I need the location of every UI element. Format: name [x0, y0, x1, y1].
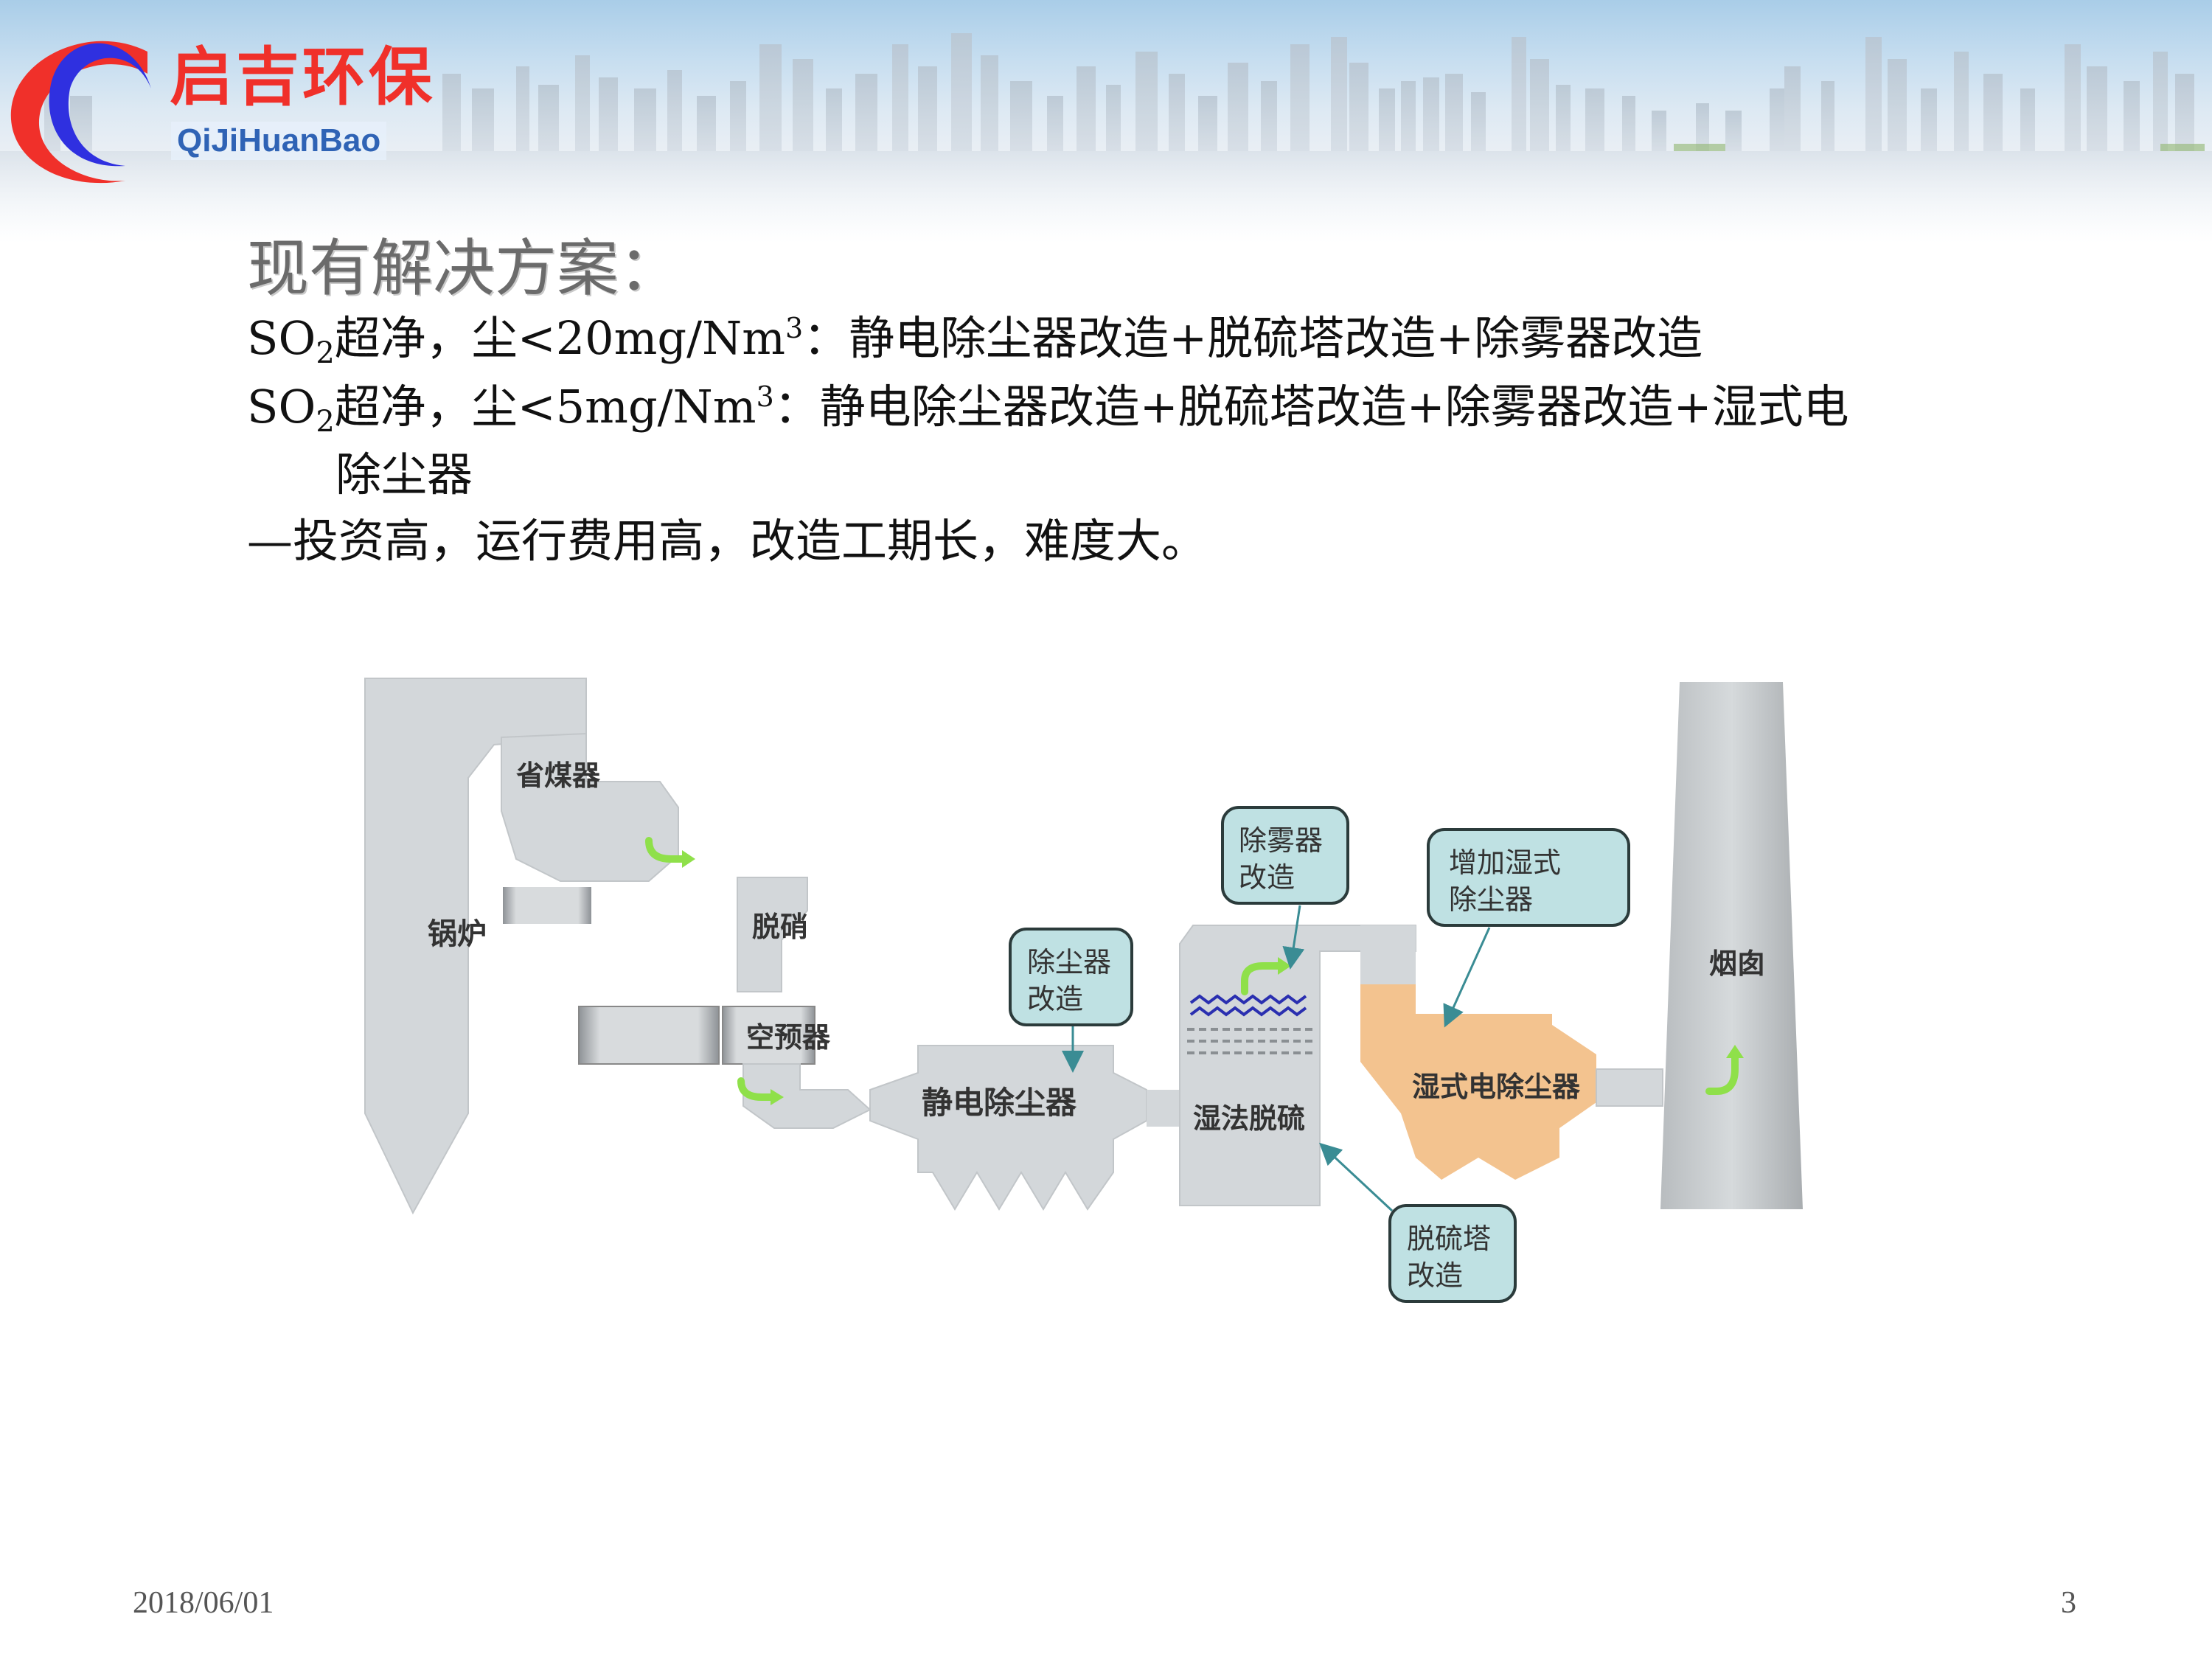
callout-text: 改造: [1239, 861, 1295, 894]
body-line-4: —投资高，运行费用高，改造工期长，难度大。: [247, 514, 1208, 568]
chimney-shape: [1660, 682, 1803, 1209]
esp-shape: [869, 1045, 1147, 1211]
body-line-1: SO2超净，尘<20mg/Nm3：静电除尘器改造+脱硫塔改造+除雾器改造: [247, 313, 1703, 369]
header-banner: 启吉环保 QiJiHuanBao: [0, 0, 2212, 243]
logo-swoosh-icon: [10, 41, 151, 184]
superscript: 3: [785, 312, 804, 344]
subscript: 2: [316, 405, 335, 439]
callout-text: 增加湿式: [1449, 846, 1561, 879]
wet-esp-label: 湿式电除尘器: [1412, 1071, 1581, 1103]
economizer-label: 省煤器: [516, 759, 601, 792]
superscript: 3: [756, 380, 774, 413]
economizer-shape: [501, 732, 679, 882]
callout-text: 除尘器: [1027, 946, 1111, 978]
callout-text: 改造: [1027, 983, 1083, 1015]
air-preheater-left: [503, 887, 591, 924]
process-flow-diagram: 锅炉 省煤器 脱硝 空预器 静电除尘器 湿法脱硫 湿式电除尘器 烟囱: [364, 678, 1803, 1303]
logo-english-text: QiJiHuanBao: [171, 122, 387, 161]
duct-esp-fgd: [1147, 1090, 1180, 1127]
duct-fgd-wesp: [1360, 925, 1416, 984]
company-logo: 启吉环保 QiJiHuanBao: [0, 0, 516, 221]
so2-text: SO: [247, 380, 316, 434]
callout-esp-retrofit: 除尘器 改造: [1009, 928, 1133, 1073]
pointer-arrow-icon: [1282, 905, 1305, 970]
city-skyline-image: [0, 33, 2212, 243]
callout-text: 除尘器: [1449, 883, 1533, 916]
esp-label: 静电除尘器: [922, 1085, 1077, 1121]
slide-title: 现有解决方案：: [247, 232, 681, 305]
chimney-label: 烟囱: [1709, 947, 1765, 980]
callout-add-wet-esp: 增加湿式 除尘器: [1427, 828, 1630, 1028]
pointer-arrow-icon: [1443, 927, 1491, 1028]
body-line-2: SO2超净，尘<5mg/Nm3：静电除尘器改造+脱硫塔改造+除雾器改造+湿式电: [247, 380, 1849, 439]
wet-esp-shape: [1360, 984, 1596, 1180]
logo-chinese-text: 启吉环保: [170, 41, 435, 114]
denitration-shape: [737, 877, 808, 992]
footer-date: 2018/06/01: [133, 1586, 274, 1620]
denitration-label: 脱硝: [752, 911, 808, 943]
demister-wave-icon: [1189, 994, 1307, 1017]
body-line-3: 除尘器: [335, 448, 473, 501]
callout-fgd-retrofit: 脱硫塔 改造: [1319, 1142, 1517, 1303]
callout-text: 除雾器: [1239, 824, 1323, 857]
duct-wesp-chimney: [1596, 1068, 1663, 1107]
wet-fgd-label: 湿法脱硫: [1193, 1102, 1305, 1135]
page-number: 3: [2061, 1586, 2076, 1620]
boiler-shape: [364, 678, 587, 1215]
callout-text: 脱硫塔: [1407, 1222, 1491, 1255]
dust-limit-text: 超净，尘<5mg/Nm: [334, 380, 757, 434]
boiler-label: 锅炉: [428, 917, 487, 951]
spray-layers: [1187, 1028, 1316, 1054]
subscript: 2: [316, 336, 335, 370]
pointer-arrow-icon: [1319, 1142, 1394, 1212]
solution-text: ：静电除尘器改造+脱硫塔改造+除雾器改造: [803, 311, 1703, 365]
air-preheater-label: 空预器: [746, 1021, 831, 1054]
flow-arrow-icon: [645, 837, 1739, 1101]
callout-demister-retrofit: 除雾器 改造: [1221, 806, 1349, 970]
so2-text: SO: [247, 311, 316, 365]
dust-limit-text: 超净，尘<20mg/Nm: [334, 311, 786, 365]
solution-text: ：静电除尘器改造+脱硫塔改造+除雾器改造+湿式电: [773, 380, 1849, 434]
air-preheater-duct: [578, 1006, 720, 1065]
callout-text: 改造: [1407, 1259, 1463, 1292]
